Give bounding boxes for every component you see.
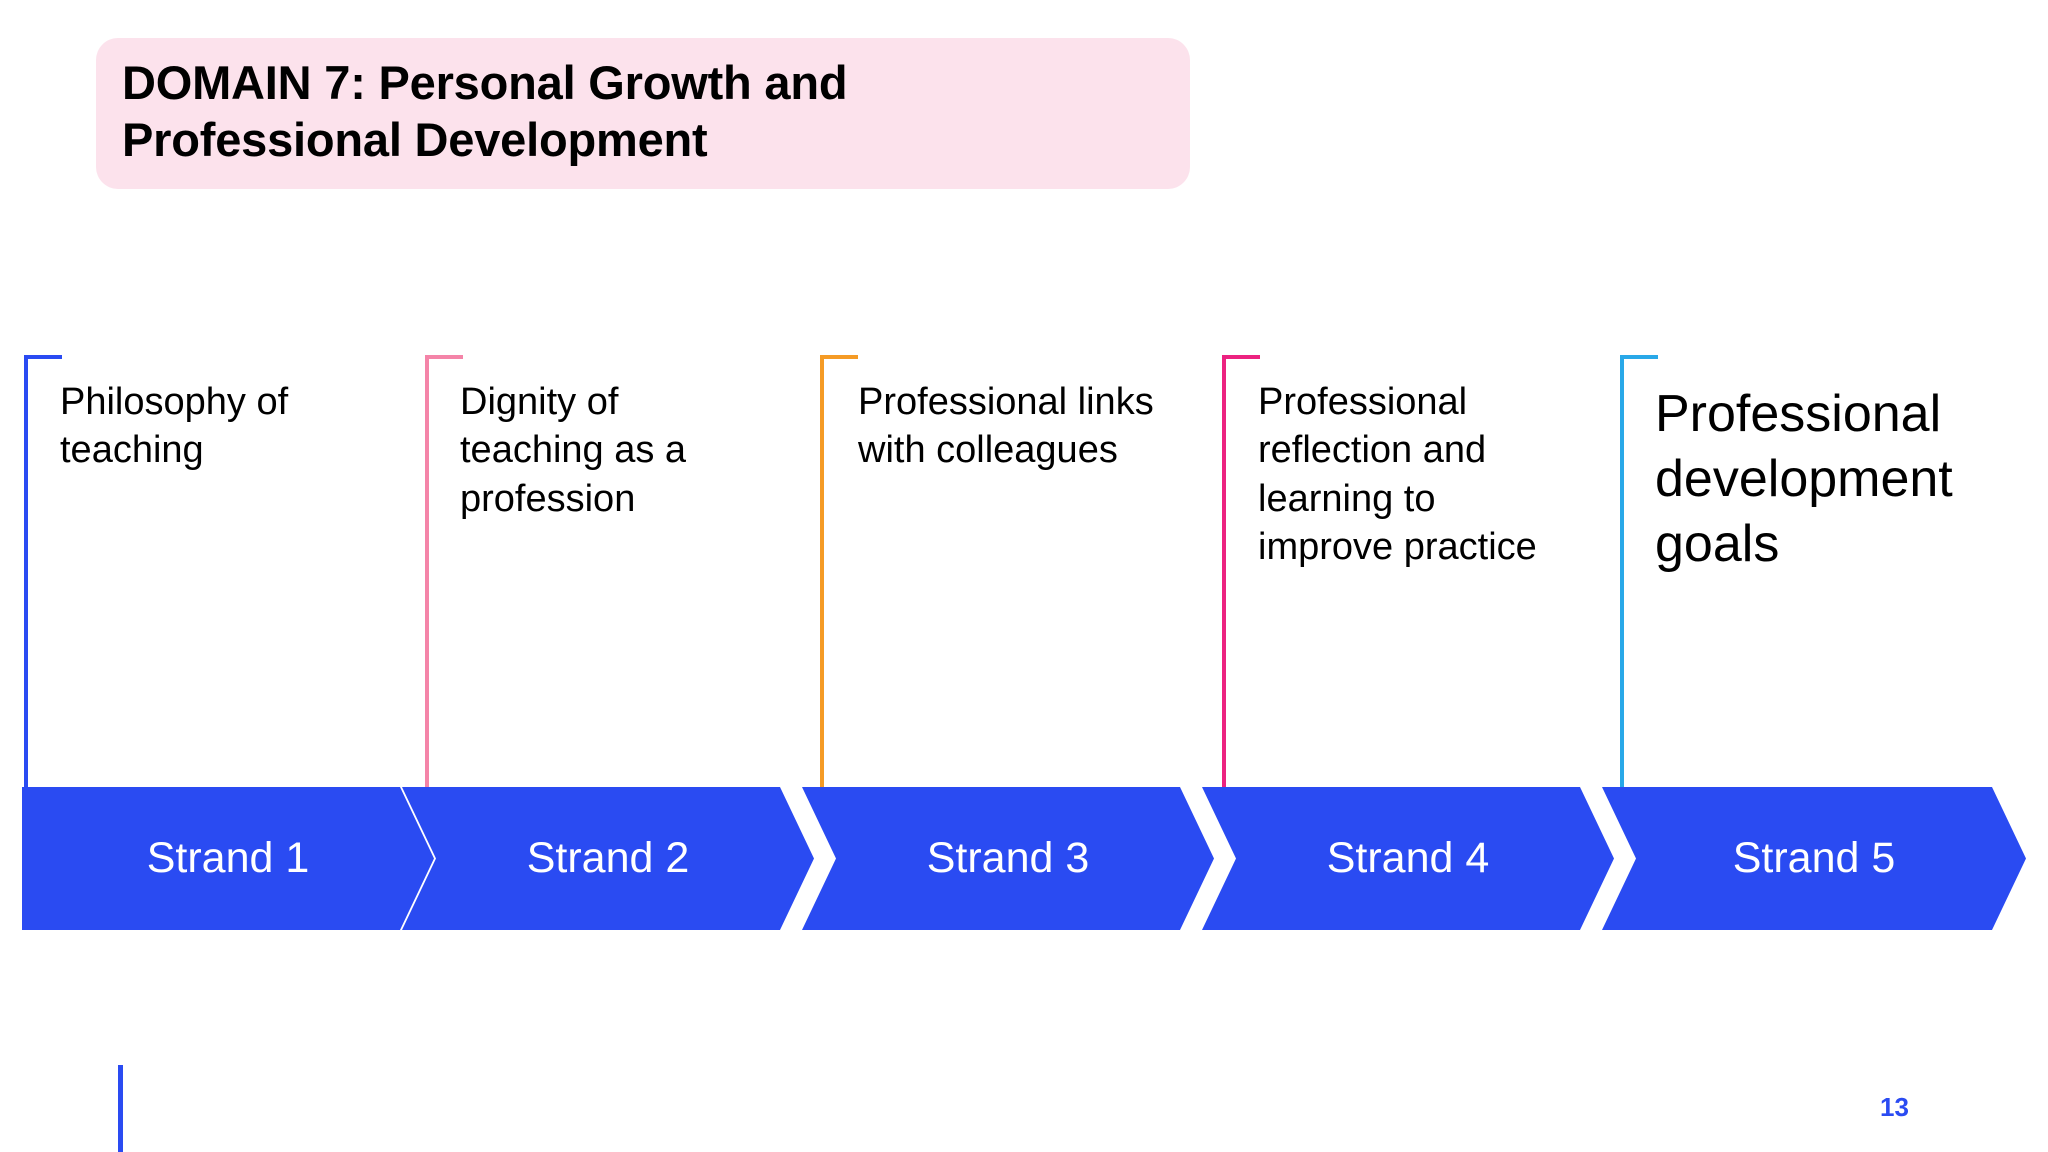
connector-vertical-line bbox=[425, 355, 429, 789]
chevron-label-1: Strand 1 bbox=[146, 834, 310, 882]
strand-description-4: Professional reflection and learning to … bbox=[1258, 381, 1537, 568]
chevron-strand-5[interactable]: Strand 5 bbox=[1602, 787, 2026, 930]
strand-description-1: Philosophy of teaching bbox=[60, 381, 289, 472]
strand-description-3: Professional links with colleagues bbox=[858, 381, 1154, 472]
chevron-label-3: Strand 3 bbox=[926, 834, 1090, 882]
connector-bracket-strand-5 bbox=[1620, 355, 1660, 789]
connector-horizontal-tick bbox=[24, 355, 62, 359]
chevron-strand-2[interactable]: Strand 2 bbox=[402, 787, 814, 930]
chevron-label-5: Strand 5 bbox=[1732, 834, 1896, 882]
connector-vertical-line bbox=[820, 355, 824, 789]
title-banner: DOMAIN 7: Personal Growth and Profession… bbox=[96, 38, 1190, 189]
connector-horizontal-tick bbox=[820, 355, 858, 359]
connector-vertical-line bbox=[24, 355, 28, 789]
chevron-label-4: Strand 4 bbox=[1326, 834, 1490, 882]
connector-bracket-strand-1 bbox=[24, 355, 64, 789]
chevron-strand-1[interactable]: Strand 1 bbox=[22, 787, 434, 930]
connector-bracket-strand-3 bbox=[820, 355, 860, 789]
strand-description-2: Dignity of teaching as a profession bbox=[460, 381, 687, 520]
page-title: DOMAIN 7: Personal Growth and Profession… bbox=[122, 56, 848, 167]
connector-bracket-strand-4 bbox=[1222, 355, 1262, 789]
strand-chevron-band: Strand 1 Strand 2 Strand 3 Strand 4 Stra… bbox=[0, 787, 2048, 930]
chevron-strand-3[interactable]: Strand 3 bbox=[802, 787, 1214, 930]
chevron-label-2: Strand 2 bbox=[526, 834, 690, 882]
footer-accent-rule bbox=[118, 1065, 123, 1152]
connector-horizontal-tick bbox=[1620, 355, 1658, 359]
strand-description-5: Professional development goals bbox=[1655, 385, 1953, 573]
connector-horizontal-tick bbox=[1222, 355, 1260, 359]
page-number: 13 bbox=[1880, 1092, 1909, 1122]
connector-horizontal-tick bbox=[425, 355, 463, 359]
chevron-strand-4[interactable]: Strand 4 bbox=[1202, 787, 1614, 930]
connector-vertical-line bbox=[1222, 355, 1226, 789]
connector-bracket-strand-2 bbox=[425, 355, 465, 789]
connector-vertical-line bbox=[1620, 355, 1624, 789]
